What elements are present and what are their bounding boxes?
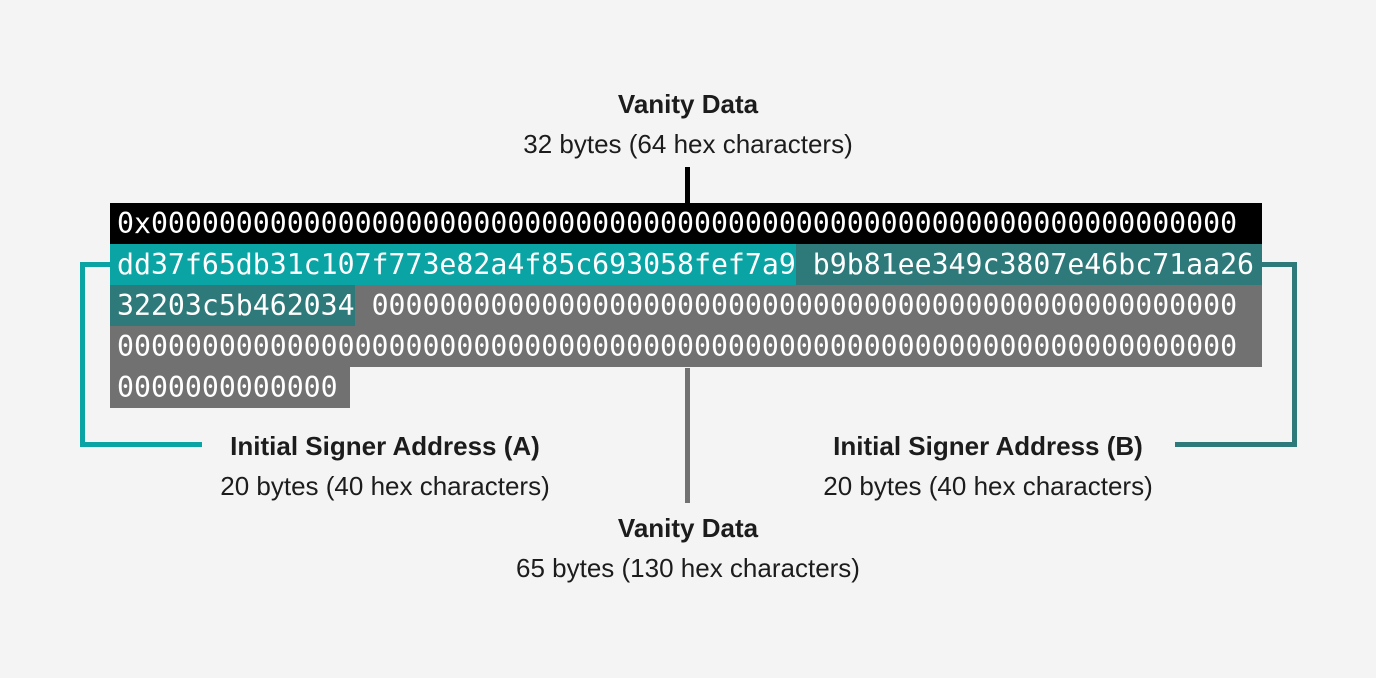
signer-b-bracket-top-segment (1262, 262, 1297, 267)
signer-a-bracket-vertical-segment (80, 262, 85, 447)
hex-row-1: 0x00000000000000000000000000000000000000… (110, 203, 1262, 244)
signer-a-segment: dd37f65db31c107f773e82a4f85c693058fef7a9 (110, 244, 796, 285)
signer-b-bracket-bottom-segment (1175, 442, 1297, 447)
bottom-vanity-subtitle: 65 bytes (130 hex characters) (516, 553, 860, 583)
signer-b-subtitle: 20 bytes (40 hex characters) (823, 471, 1153, 501)
signer-b-segment-part1: b9b81ee349c3807e46bc71aa26 (795, 244, 1262, 285)
bottom-vanity-label: Vanity Data 65 bytes (130 hex characters… (488, 508, 888, 588)
signer-b-label: Initial Signer Address (B) 20 bytes (40 … (788, 426, 1188, 506)
signer-b-title: Initial Signer Address (B) (833, 431, 1143, 461)
hex-row-3: 32203c5b462034 0000000000000000000000000… (110, 285, 1262, 326)
bottom-vanity-connector-line (685, 368, 690, 503)
zero-fill-segment-2: 0000000000000000000000000000000000000000… (110, 326, 1262, 367)
bottom-vanity-title: Vanity Data (617, 513, 759, 543)
signer-a-bracket-top-segment (80, 262, 110, 267)
hex-row-5: 0000000000000 (110, 367, 1262, 408)
hex-row-2: dd37f65db31c107f773e82a4f85c693058fef7a9… (110, 244, 1262, 285)
signer-a-bracket-bottom-segment (80, 442, 202, 447)
top-vanity-connector-line (685, 167, 690, 203)
signer-b-segment-part2: 32203c5b462034 (110, 285, 355, 326)
signer-b-bracket-vertical-segment (1292, 262, 1297, 447)
signer-a-title: Initial Signer Address (A) (230, 431, 540, 461)
signer-a-subtitle: 20 bytes (40 hex characters) (220, 471, 550, 501)
top-vanity-subtitle: 32 bytes (64 hex characters) (523, 129, 853, 159)
top-vanity-title: Vanity Data (617, 89, 759, 119)
hex-row-4: 0000000000000000000000000000000000000000… (110, 326, 1262, 367)
zero-fill-segment-3: 0000000000000 (110, 367, 350, 408)
zero-fill-segment-1: 0000000000000000000000000000000000000000… (354, 285, 1262, 326)
hex-data-block: 0x00000000000000000000000000000000000000… (110, 203, 1262, 408)
prefix-vanity-segment: 0x00000000000000000000000000000000000000… (110, 203, 1262, 244)
top-vanity-label: Vanity Data 32 bytes (64 hex characters) (438, 84, 938, 164)
signer-a-label: Initial Signer Address (A) 20 bytes (40 … (185, 426, 585, 506)
